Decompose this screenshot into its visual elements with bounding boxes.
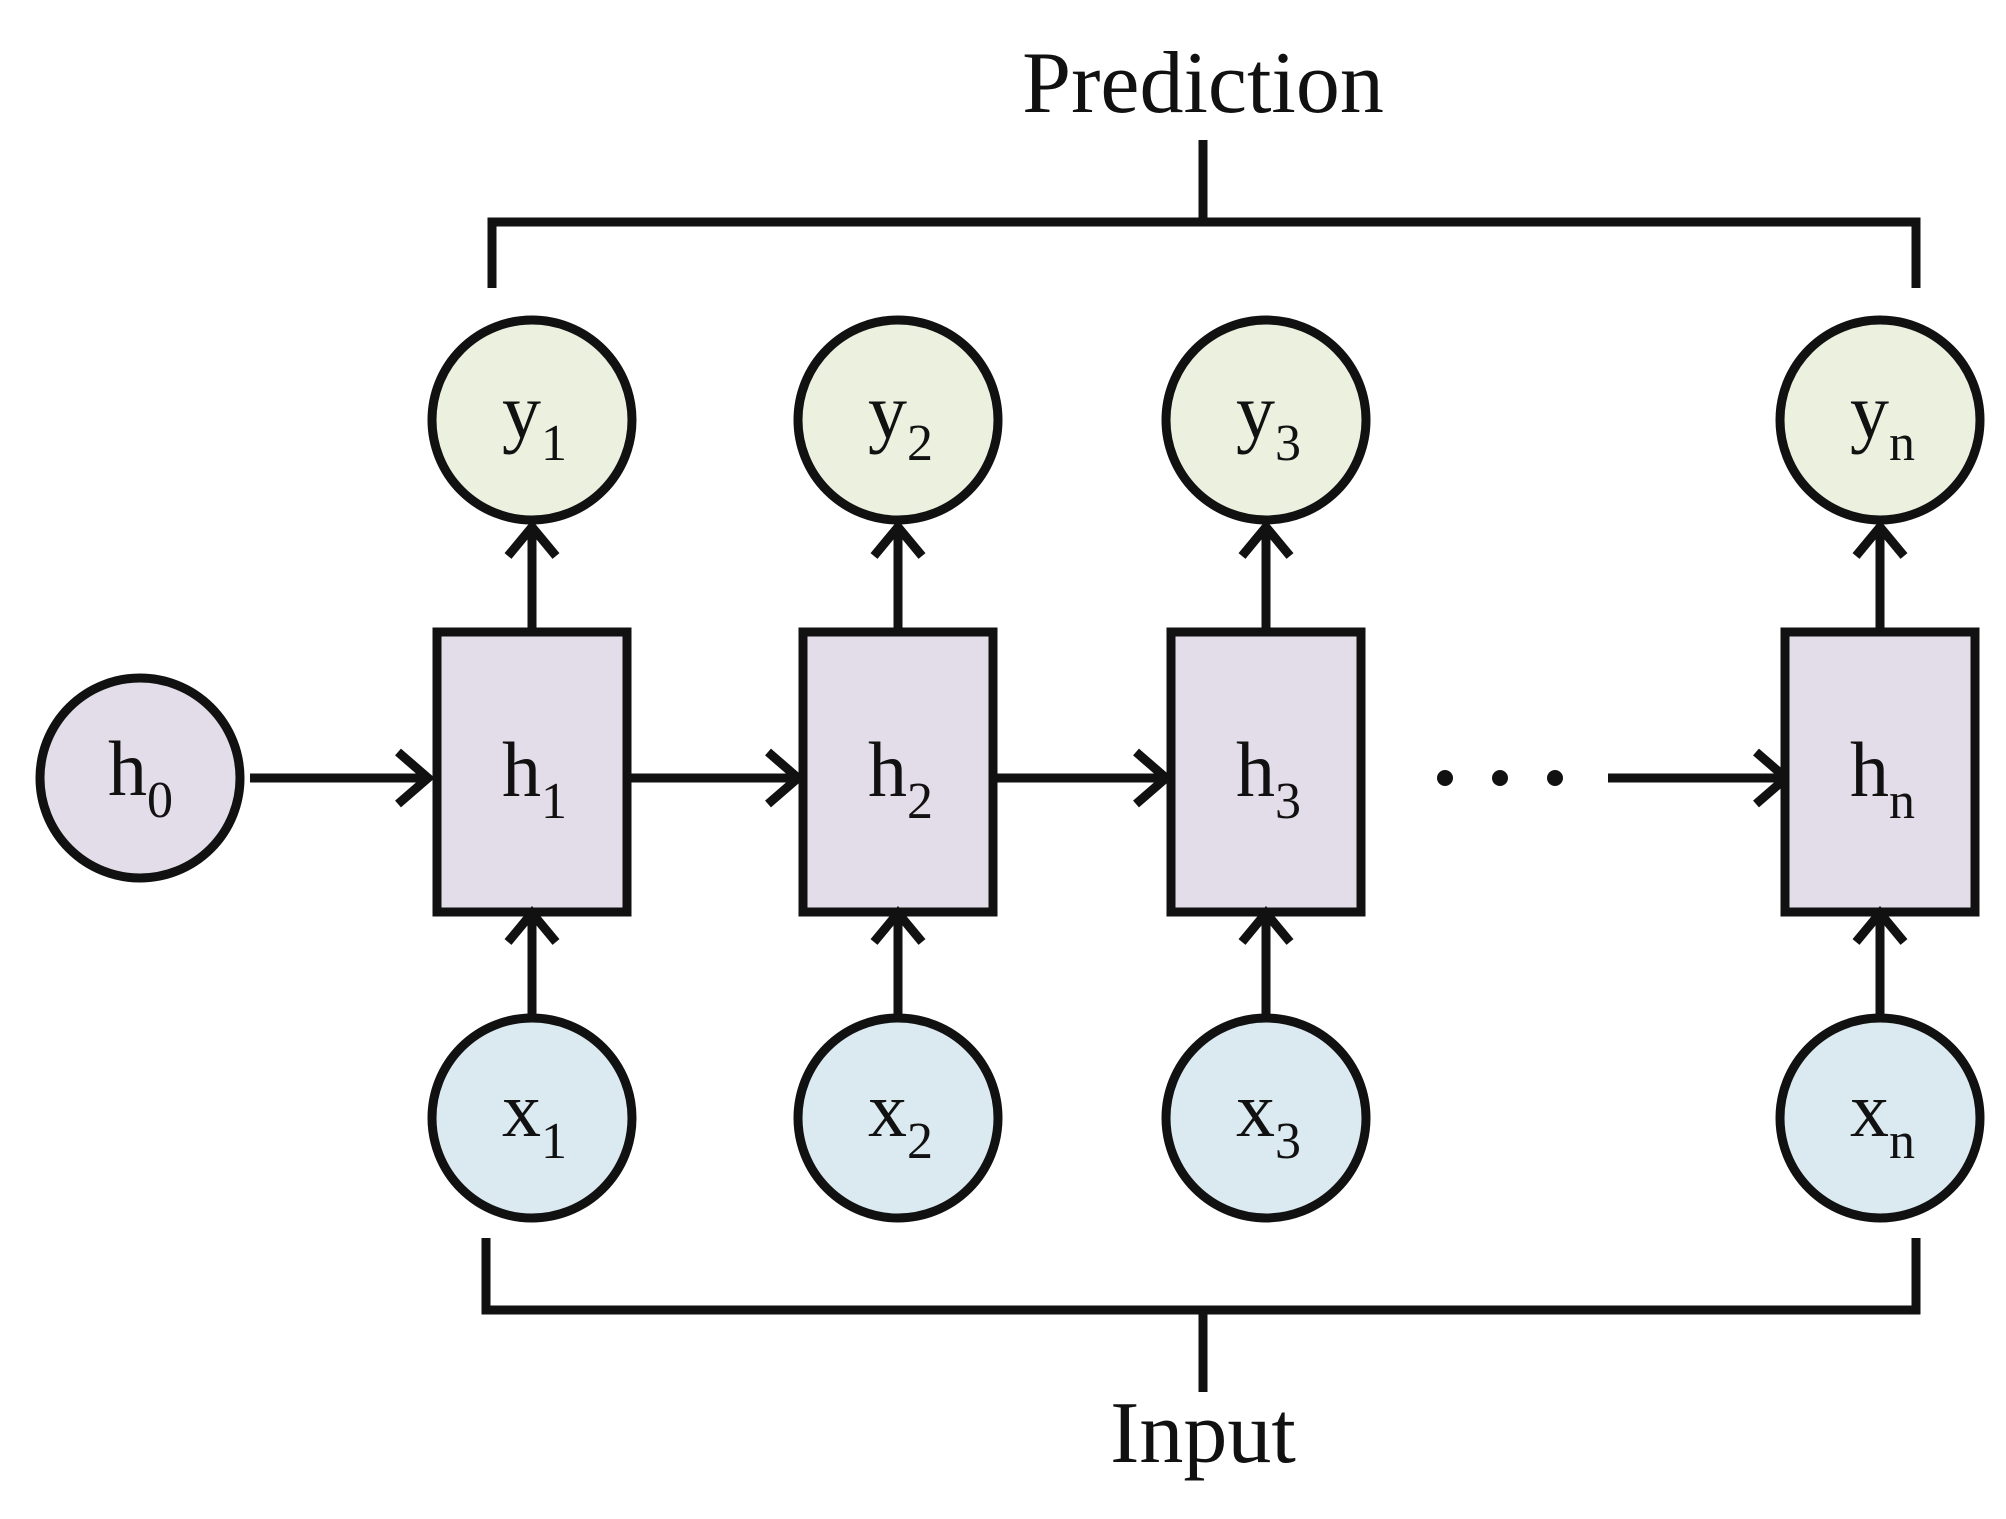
input-sub-3: 3	[1275, 1113, 1301, 1170]
hidden-label-1: h1	[502, 726, 567, 830]
input-label: Input	[1110, 1385, 1296, 1482]
arrow-dots-hn	[1608, 748, 1793, 808]
arrow-h0-h1	[250, 748, 435, 808]
input-label-2: x2	[868, 1066, 933, 1170]
output-sub-1: 1	[541, 415, 567, 472]
h0-node: h0	[35, 673, 245, 883]
input-bracket	[481, 1238, 1921, 1392]
hidden-label-2: h2	[868, 726, 933, 830]
hidden-label-4: hn	[1850, 726, 1915, 830]
input-sub-2: 2	[907, 1113, 933, 1170]
hidden-main-2: h	[868, 726, 907, 813]
hidden-label-3: h3	[1236, 726, 1301, 830]
hidden-main-4: h	[1850, 726, 1889, 813]
arrow-hidden-output-2	[870, 519, 926, 628]
ellipsis	[1437, 770, 1563, 786]
arrow-hidden-output-3	[1238, 519, 1294, 628]
prediction-bracket	[487, 140, 1921, 288]
prediction-label: Prediction	[1022, 35, 1384, 132]
input-main-4: x	[1850, 1066, 1889, 1153]
input-label-4: xn	[1850, 1066, 1915, 1170]
input-sub-1: 1	[541, 1113, 567, 1170]
input-node-1	[427, 1013, 637, 1223]
output-sub-4: n	[1889, 415, 1915, 472]
output-main-3: y	[1236, 368, 1275, 455]
hidden-box-4	[1780, 627, 1980, 917]
input-label-1: x1	[502, 1066, 567, 1170]
input-node-4	[1775, 1013, 1985, 1223]
output-label-2: y2	[868, 368, 933, 472]
hidden-sub-4: n	[1889, 773, 1915, 830]
output-main-4: y	[1850, 368, 1889, 455]
input-node-2	[793, 1013, 1003, 1223]
input-main-2: x	[868, 1066, 907, 1153]
input-main-1: x	[502, 1066, 541, 1153]
input-label-3: x3	[1236, 1066, 1301, 1170]
arrow-h1-h2	[626, 748, 805, 808]
arrow-input-hidden-3	[1238, 905, 1294, 1014]
input-main-3: x	[1236, 1066, 1275, 1153]
h0-sub: 0	[147, 772, 173, 829]
hidden-box-3	[1166, 627, 1366, 917]
hidden-sub-1: 1	[541, 773, 567, 830]
arrow-h2-h3	[994, 748, 1173, 808]
output-main-1: y	[502, 368, 541, 455]
svg-text:h0: h0	[108, 725, 173, 829]
hidden-main-1: h	[502, 726, 541, 813]
h0-main: h	[108, 725, 147, 812]
output-label-1: y1	[502, 368, 567, 472]
arrow-hidden-output-4	[1852, 519, 1908, 628]
arrow-input-hidden-4	[1852, 905, 1908, 1014]
hidden-sub-3: 3	[1275, 773, 1301, 830]
hidden-main-3: h	[1236, 726, 1275, 813]
output-main-2: y	[868, 368, 907, 455]
input-sub-4: n	[1889, 1113, 1915, 1170]
hidden-sub-2: 2	[907, 773, 933, 830]
output-label-3: y3	[1236, 368, 1301, 472]
output-sub-2: 2	[907, 415, 933, 472]
input-node-3	[1161, 1013, 1371, 1223]
arrow-input-hidden-1	[504, 905, 560, 1014]
output-label-4: yn	[1850, 368, 1915, 472]
arrow-input-hidden-2	[870, 905, 926, 1014]
output-sub-3: 3	[1275, 415, 1301, 472]
arrow-hidden-output-1	[504, 519, 560, 628]
